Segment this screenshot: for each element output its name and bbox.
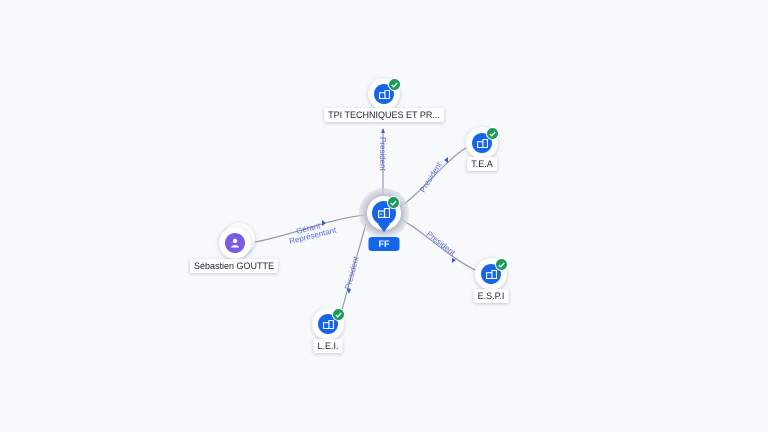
node-tpi-label[interactable]: TPI TECHNIQUES ET PR... — [324, 108, 444, 122]
verified-check-icon — [332, 308, 345, 321]
edge-label-tpi: President — [378, 137, 387, 172]
node-lei[interactable] — [312, 308, 345, 340]
edge-arrow-tpi — [381, 128, 385, 133]
verified-check-icon — [388, 78, 401, 91]
edge-lei — [341, 223, 367, 311]
edge-arrow-lei — [347, 289, 351, 294]
verified-check-icon — [387, 196, 400, 209]
center-pin-icon — [378, 224, 390, 232]
edge-arrow-espi — [452, 258, 456, 263]
verified-check-icon — [495, 258, 508, 271]
edge-arrow-tea — [444, 157, 448, 163]
node-tea[interactable] — [466, 127, 499, 159]
edge-label-lei: President — [343, 255, 361, 291]
node-sebastien-label[interactable]: Sébastien GOUTTE — [189, 259, 279, 273]
edge-sebastien — [254, 214, 367, 243]
edge-label-tea: President — [418, 160, 444, 194]
node-espi-label[interactable]: E.S.P.I — [473, 289, 509, 303]
verified-check-icon — [486, 127, 499, 140]
node-tpi[interactable] — [368, 78, 401, 110]
edge-arrow-sebastien — [322, 220, 326, 226]
center-node-label[interactable]: FF — [368, 237, 400, 251]
node-sebastien[interactable] — [217, 223, 257, 262]
node-espi[interactable] — [475, 258, 508, 290]
node-lei-label[interactable]: L.E.I. — [313, 339, 343, 353]
person-icon — [225, 233, 245, 253]
center-node[interactable] — [359, 188, 409, 248]
node-tea-label[interactable]: T.E.A — [467, 157, 497, 171]
edge-label-espi: President — [425, 229, 458, 257]
